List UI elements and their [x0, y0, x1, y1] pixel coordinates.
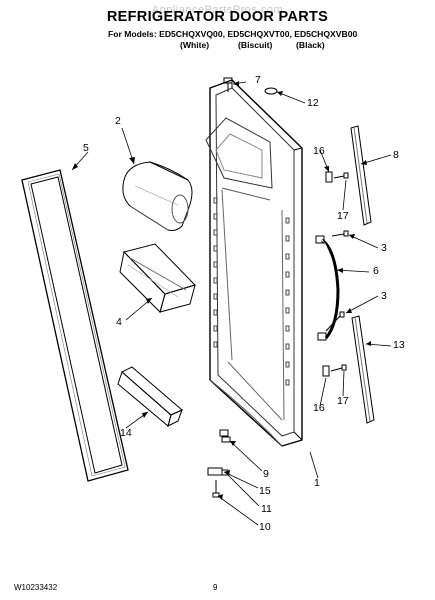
door-gasket-part: [21, 169, 129, 482]
callout-6: 6: [373, 265, 379, 277]
callout-15: 15: [259, 485, 271, 497]
callout-16-upper: 16: [313, 145, 325, 157]
door-assembly-part: [205, 79, 303, 447]
leader-lines: [71, 81, 392, 526]
page-number: 9: [213, 583, 218, 592]
handle-mount-hardware: [322, 171, 349, 377]
hinge-cover-part: [264, 87, 278, 95]
top-screw-part: [223, 77, 233, 92]
callout-8: 8: [393, 149, 399, 161]
callout-4: 4: [116, 316, 122, 328]
callout-3-lower: 3: [381, 290, 387, 302]
watermark-text: AppliancePartsPros.com: [151, 4, 284, 16]
callout-14: 14: [120, 427, 132, 439]
callout-10: 10: [259, 521, 271, 533]
upper-trim-part: [350, 125, 372, 226]
color-black-label: (Black): [296, 40, 325, 50]
callout-7: 7: [255, 74, 261, 86]
callout-17-upper: 17: [337, 210, 349, 222]
door-handle-part: [315, 235, 340, 341]
page-title: REFRIGERATOR DOOR PARTS: [106, 9, 329, 25]
color-biscuit-label: (Biscuit): [238, 40, 273, 50]
callout-9: 9: [263, 468, 269, 480]
small-bin-part: [117, 366, 183, 427]
lower-trim-part: [351, 315, 375, 424]
callout-13: 13: [393, 339, 405, 351]
callout-1: 1: [314, 477, 320, 489]
models-line: For Models: ED5CHQXVQ00, ED5CHQXVT00, ED…: [108, 29, 358, 39]
callout-2: 2: [115, 115, 121, 127]
callout-17-lower: 17: [337, 395, 349, 407]
callout-5: 5: [83, 142, 89, 154]
callout-11: 11: [261, 503, 272, 515]
callout-16-lower: 16: [313, 402, 325, 414]
door-bin-part: [119, 243, 196, 313]
document-number: W10233432: [14, 583, 58, 592]
lower-hinge-hardware: [207, 429, 231, 498]
callout-12: 12: [307, 97, 319, 109]
leader-arrowheads: [72, 81, 371, 500]
color-white-label: (White): [180, 40, 210, 50]
dairy-door-part: [122, 161, 193, 231]
callout-3-upper: 3: [381, 242, 387, 254]
